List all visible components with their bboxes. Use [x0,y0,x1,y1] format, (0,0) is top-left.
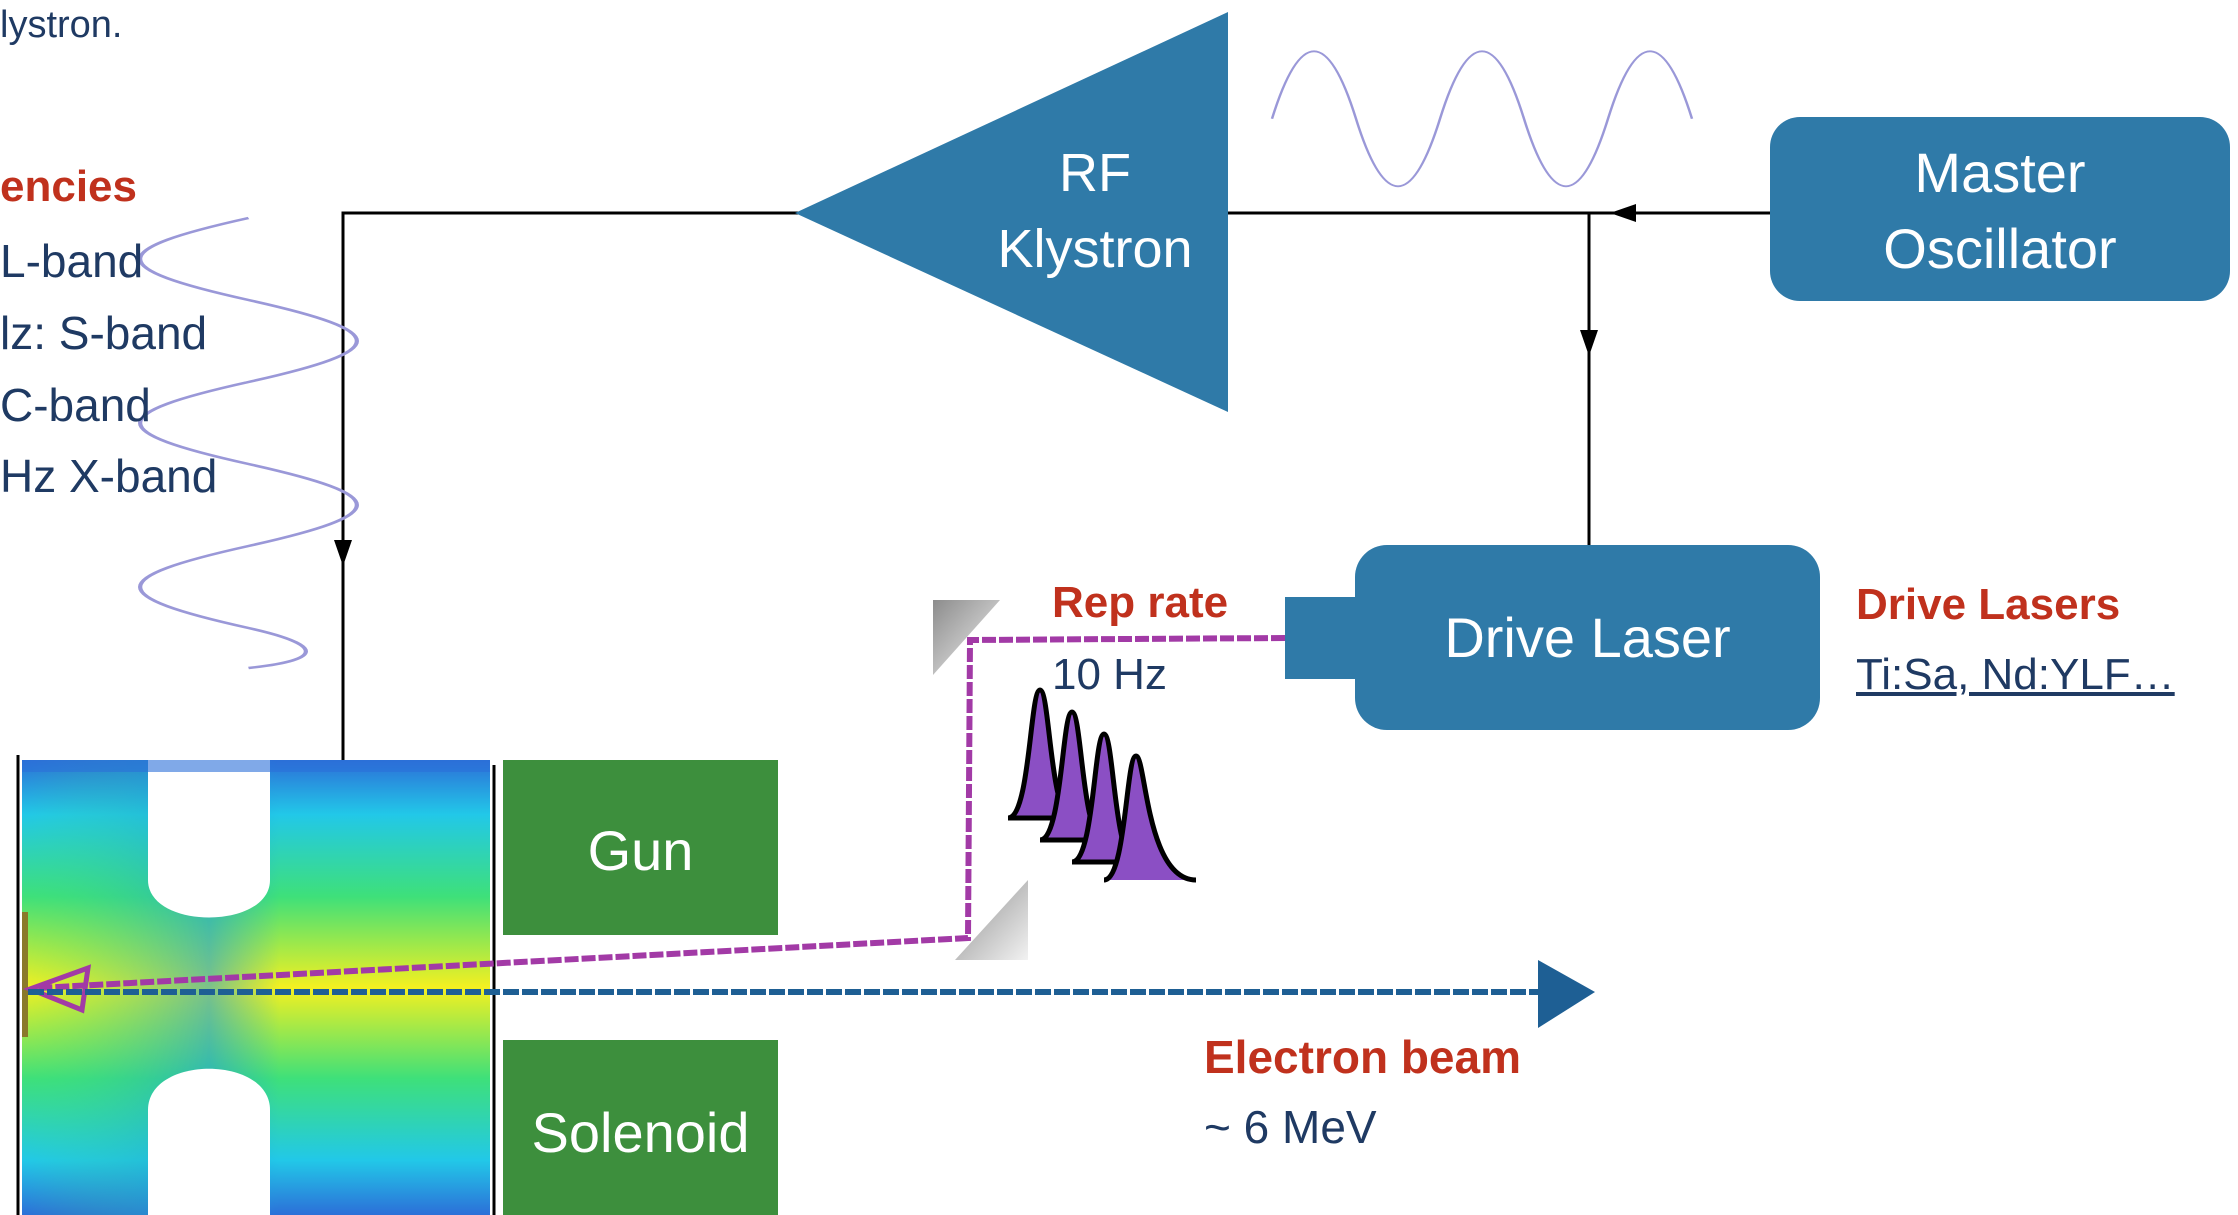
master-oscillator-box [1770,117,2230,301]
down-arrow-right-icon [1580,330,1598,356]
rep-rate-value: 10 Hz [1052,650,1167,699]
rf-wave-vertical [138,216,359,670]
rep-rate-heading: Rep rate [1052,578,1229,627]
down-arrow-left-icon [334,540,352,566]
freq-item-l-band: L-band [0,235,144,287]
solenoid-box [503,1040,778,1215]
drive-lasers-types: Ti:Sa, Nd:YLF… [1856,650,2175,699]
klystron-label-line2: Klystron [997,219,1193,279]
gun-label: Gun [587,819,694,882]
gun-box [503,760,778,935]
electron-beam-arrowhead-icon [1538,960,1595,1028]
electron-beam-energy: ~ 6 MeV [1204,1101,1377,1153]
drive-lasers-heading: Drive Lasers [1856,580,2121,629]
laser-beam-path [37,635,1286,991]
drive-laser-box [1355,545,1820,730]
oscillator-label-line1: Master [1914,141,2086,204]
electron-beam-heading: Electron beam [1204,1031,1521,1083]
top-fragment-text: lystron. [0,4,123,46]
drive-laser-nozzle [1285,597,1365,679]
freq-item-x-band: Hz X-band [0,450,218,502]
solenoid-label: Solenoid [531,1101,750,1164]
oscillator-label-line2: Oscillator [1883,217,2117,280]
left-arrow-icon [1610,204,1636,222]
freq-item-c-band: C-band [0,379,151,431]
drive-laser-label: Drive Laser [1444,606,1731,669]
laser-pulses [1007,687,1197,883]
rf-wave-horizontal [1270,50,1694,188]
rf-klystron-amplifier [795,12,1228,412]
frequencies-heading: encies [0,162,137,211]
mirror-top [933,600,1000,675]
klystron-label-line1: RF [1059,143,1131,203]
freq-item-s-band: lz: S-band [0,307,208,359]
klystron-to-gun-line [341,211,800,760]
gun-field-map [22,760,490,1215]
mirror-bottom [955,880,1028,960]
